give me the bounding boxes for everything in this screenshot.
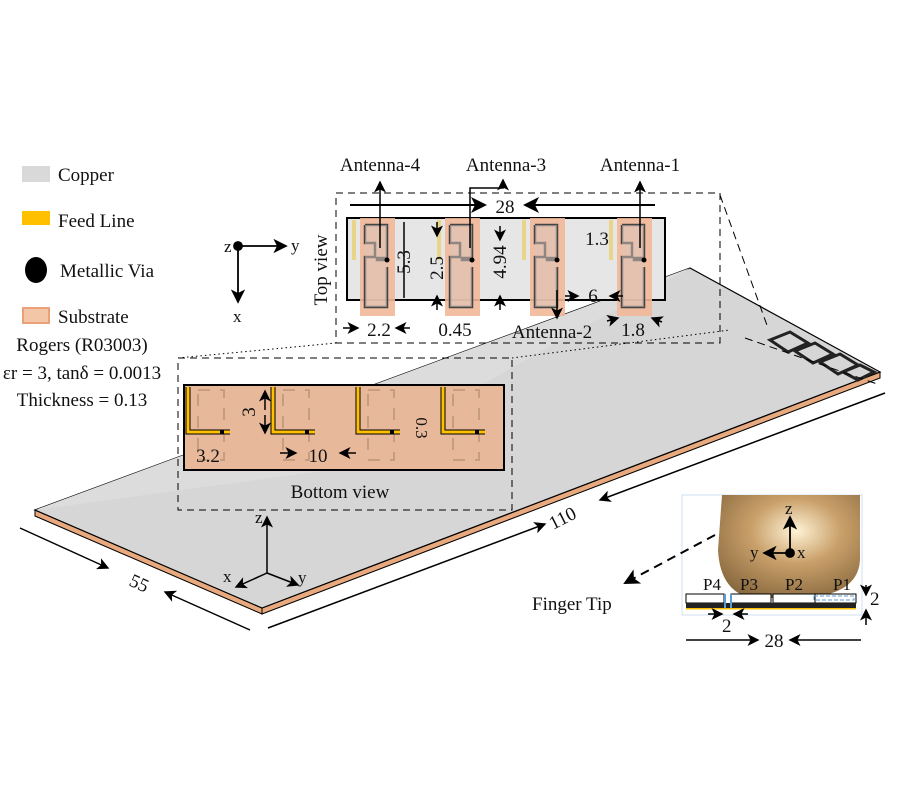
finger-tip-image — [718, 495, 860, 598]
board-axis-x: x — [223, 567, 232, 586]
top-axes-icon — [230, 238, 288, 304]
legend-metallic-via: Metallic Via — [60, 261, 155, 282]
feed-spacing-label: 10 — [309, 446, 328, 467]
bottom-view-title: Bottom view — [291, 482, 390, 503]
top-antenna — [352, 218, 395, 316]
finger-height-label: 2 — [870, 589, 880, 610]
top-axis-x: x — [233, 307, 242, 326]
board-length-label: 110 — [546, 503, 580, 534]
top-axis-z: z — [224, 237, 232, 256]
antenna-2-label: Antenna-2 — [512, 322, 592, 343]
port-p3: P3 — [740, 575, 758, 594]
legend-substrate: Substrate — [58, 307, 129, 328]
board-axes-icon — [234, 515, 300, 589]
metallic-via-icon — [384, 257, 390, 263]
board-axis-y: y — [298, 568, 307, 587]
copper-swatch-icon — [22, 166, 50, 182]
top-axis-y: y — [291, 236, 300, 255]
feed-line — [355, 387, 400, 461]
board-antenna-array — [766, 330, 878, 382]
dim-inner-label: 2.5 — [427, 256, 448, 280]
feed-line — [270, 387, 315, 461]
top-view: Top view 28 Antenna-4 Antenna-3 Antenna-… — [311, 155, 721, 344]
antenna-3-label: Antenna-3 — [466, 155, 546, 176]
feed-line — [185, 387, 230, 461]
dim-spacing-label: 6 — [588, 286, 598, 307]
top-length-label: 28 — [496, 197, 515, 218]
bottom-view: 3 3.2 10 0.3 Bottom view — [177, 357, 513, 511]
port-p2: P2 — [785, 575, 803, 594]
dim-gap-top-label: 1.3 — [585, 229, 609, 250]
finger-gap-label: 2 — [722, 616, 732, 637]
feed-width-label: 3.2 — [196, 446, 220, 467]
legend: Copper Feed Line Metallic Via Substrate … — [3, 165, 161, 411]
board-axis-z: z — [255, 508, 263, 527]
feed-line — [440, 387, 485, 461]
finger-length-label: 28 — [765, 631, 784, 652]
finger-inset: z y x P4 P3 P2 P1 2 2 28 Finger Tip — [532, 494, 880, 652]
finger-axis-y: y — [750, 543, 759, 562]
dim-gap-label: 0.45 — [438, 320, 471, 341]
legend-material: Rogers (R03003) — [16, 335, 147, 356]
board-width-label: 55 — [126, 570, 152, 597]
legend-copper: Copper — [58, 165, 115, 186]
metallic-via-icon — [469, 257, 475, 263]
antenna-1-label: Antenna-1 — [600, 155, 680, 176]
dim-height-label: 5.3 — [394, 250, 415, 274]
port-p4: P4 — [703, 575, 721, 594]
dim-width-right-label: 1.8 — [621, 320, 645, 341]
top-antenna — [437, 218, 480, 316]
top-view-title: Top view — [311, 234, 332, 305]
metallic-via-icon — [641, 257, 647, 263]
finger-axis-x: x — [797, 543, 806, 562]
finger-tip-label: Finger Tip — [532, 594, 612, 615]
metallic-via-icon — [25, 257, 47, 283]
legend-properties: εr = 3, tanδ = 0.0013 — [3, 363, 161, 384]
dim-width-left-label: 2.2 — [367, 320, 391, 341]
antenna-4-label: Antenna-4 — [340, 155, 421, 176]
substrate-swatch-icon — [22, 307, 50, 324]
port-p1: P1 — [833, 575, 851, 594]
finger-axis-z: z — [785, 499, 793, 518]
legend-feed-line: Feed Line — [58, 211, 135, 232]
feed-thickness-label: 0.3 — [412, 417, 431, 438]
legend-thickness: Thickness = 0.13 — [17, 390, 148, 411]
dim-arm-label: 4.94 — [490, 245, 511, 279]
feed-line-swatch-icon — [22, 211, 50, 225]
feed-height-label: 3 — [239, 407, 260, 417]
metallic-via-icon — [554, 257, 560, 263]
top-antenna — [522, 218, 565, 316]
